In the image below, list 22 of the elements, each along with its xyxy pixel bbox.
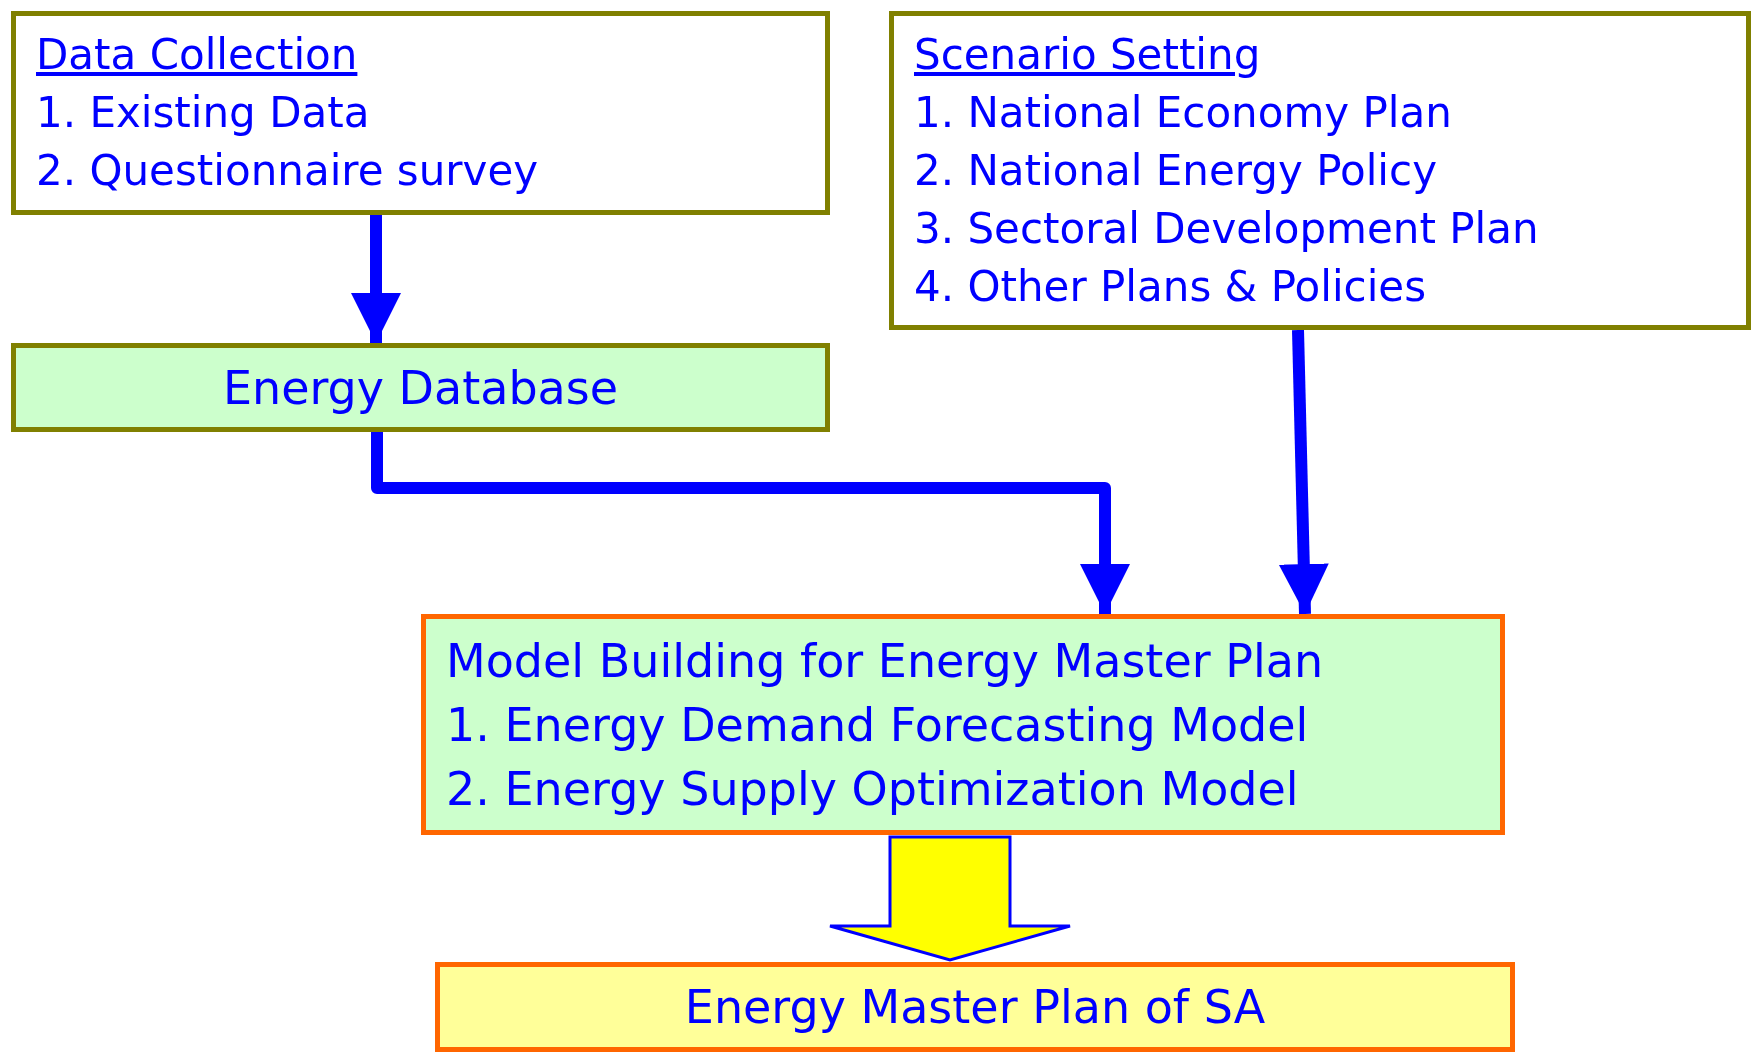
box-heading: Scenario Setting: [914, 28, 1262, 81]
box-text: 2. Energy Supply Optimization Model: [446, 760, 1300, 818]
process-box: [435, 962, 1515, 1052]
arrow: [1278, 329, 1329, 615]
block-arrow: [828, 835, 1072, 962]
process-box: [889, 11, 1751, 330]
box-text: 2. National Energy Policy: [914, 144, 1438, 197]
box-text: 1. National Economy Plan: [914, 86, 1453, 139]
box-text: 1. Energy Demand Forecasting Model: [446, 696, 1310, 754]
arrow: [371, 432, 1130, 614]
box-text: 4. Other Plans & Policies: [914, 260, 1428, 313]
box-text: 3. Sectoral Development Plan: [914, 202, 1540, 255]
box-text: Energy Database: [222, 359, 619, 417]
box-text: 2. Questionnaire survey: [36, 145, 540, 197]
arrow: [351, 215, 401, 343]
process-box: [11, 11, 830, 215]
box-text: Model Building for Energy Master Plan: [446, 632, 1325, 690]
box-text: 1. Existing Data: [36, 87, 371, 139]
box-text: Energy Master Plan of SA: [684, 979, 1266, 1036]
process-box: [11, 343, 830, 432]
box-heading: Data Collection: [36, 29, 359, 81]
process-box: [421, 614, 1505, 835]
